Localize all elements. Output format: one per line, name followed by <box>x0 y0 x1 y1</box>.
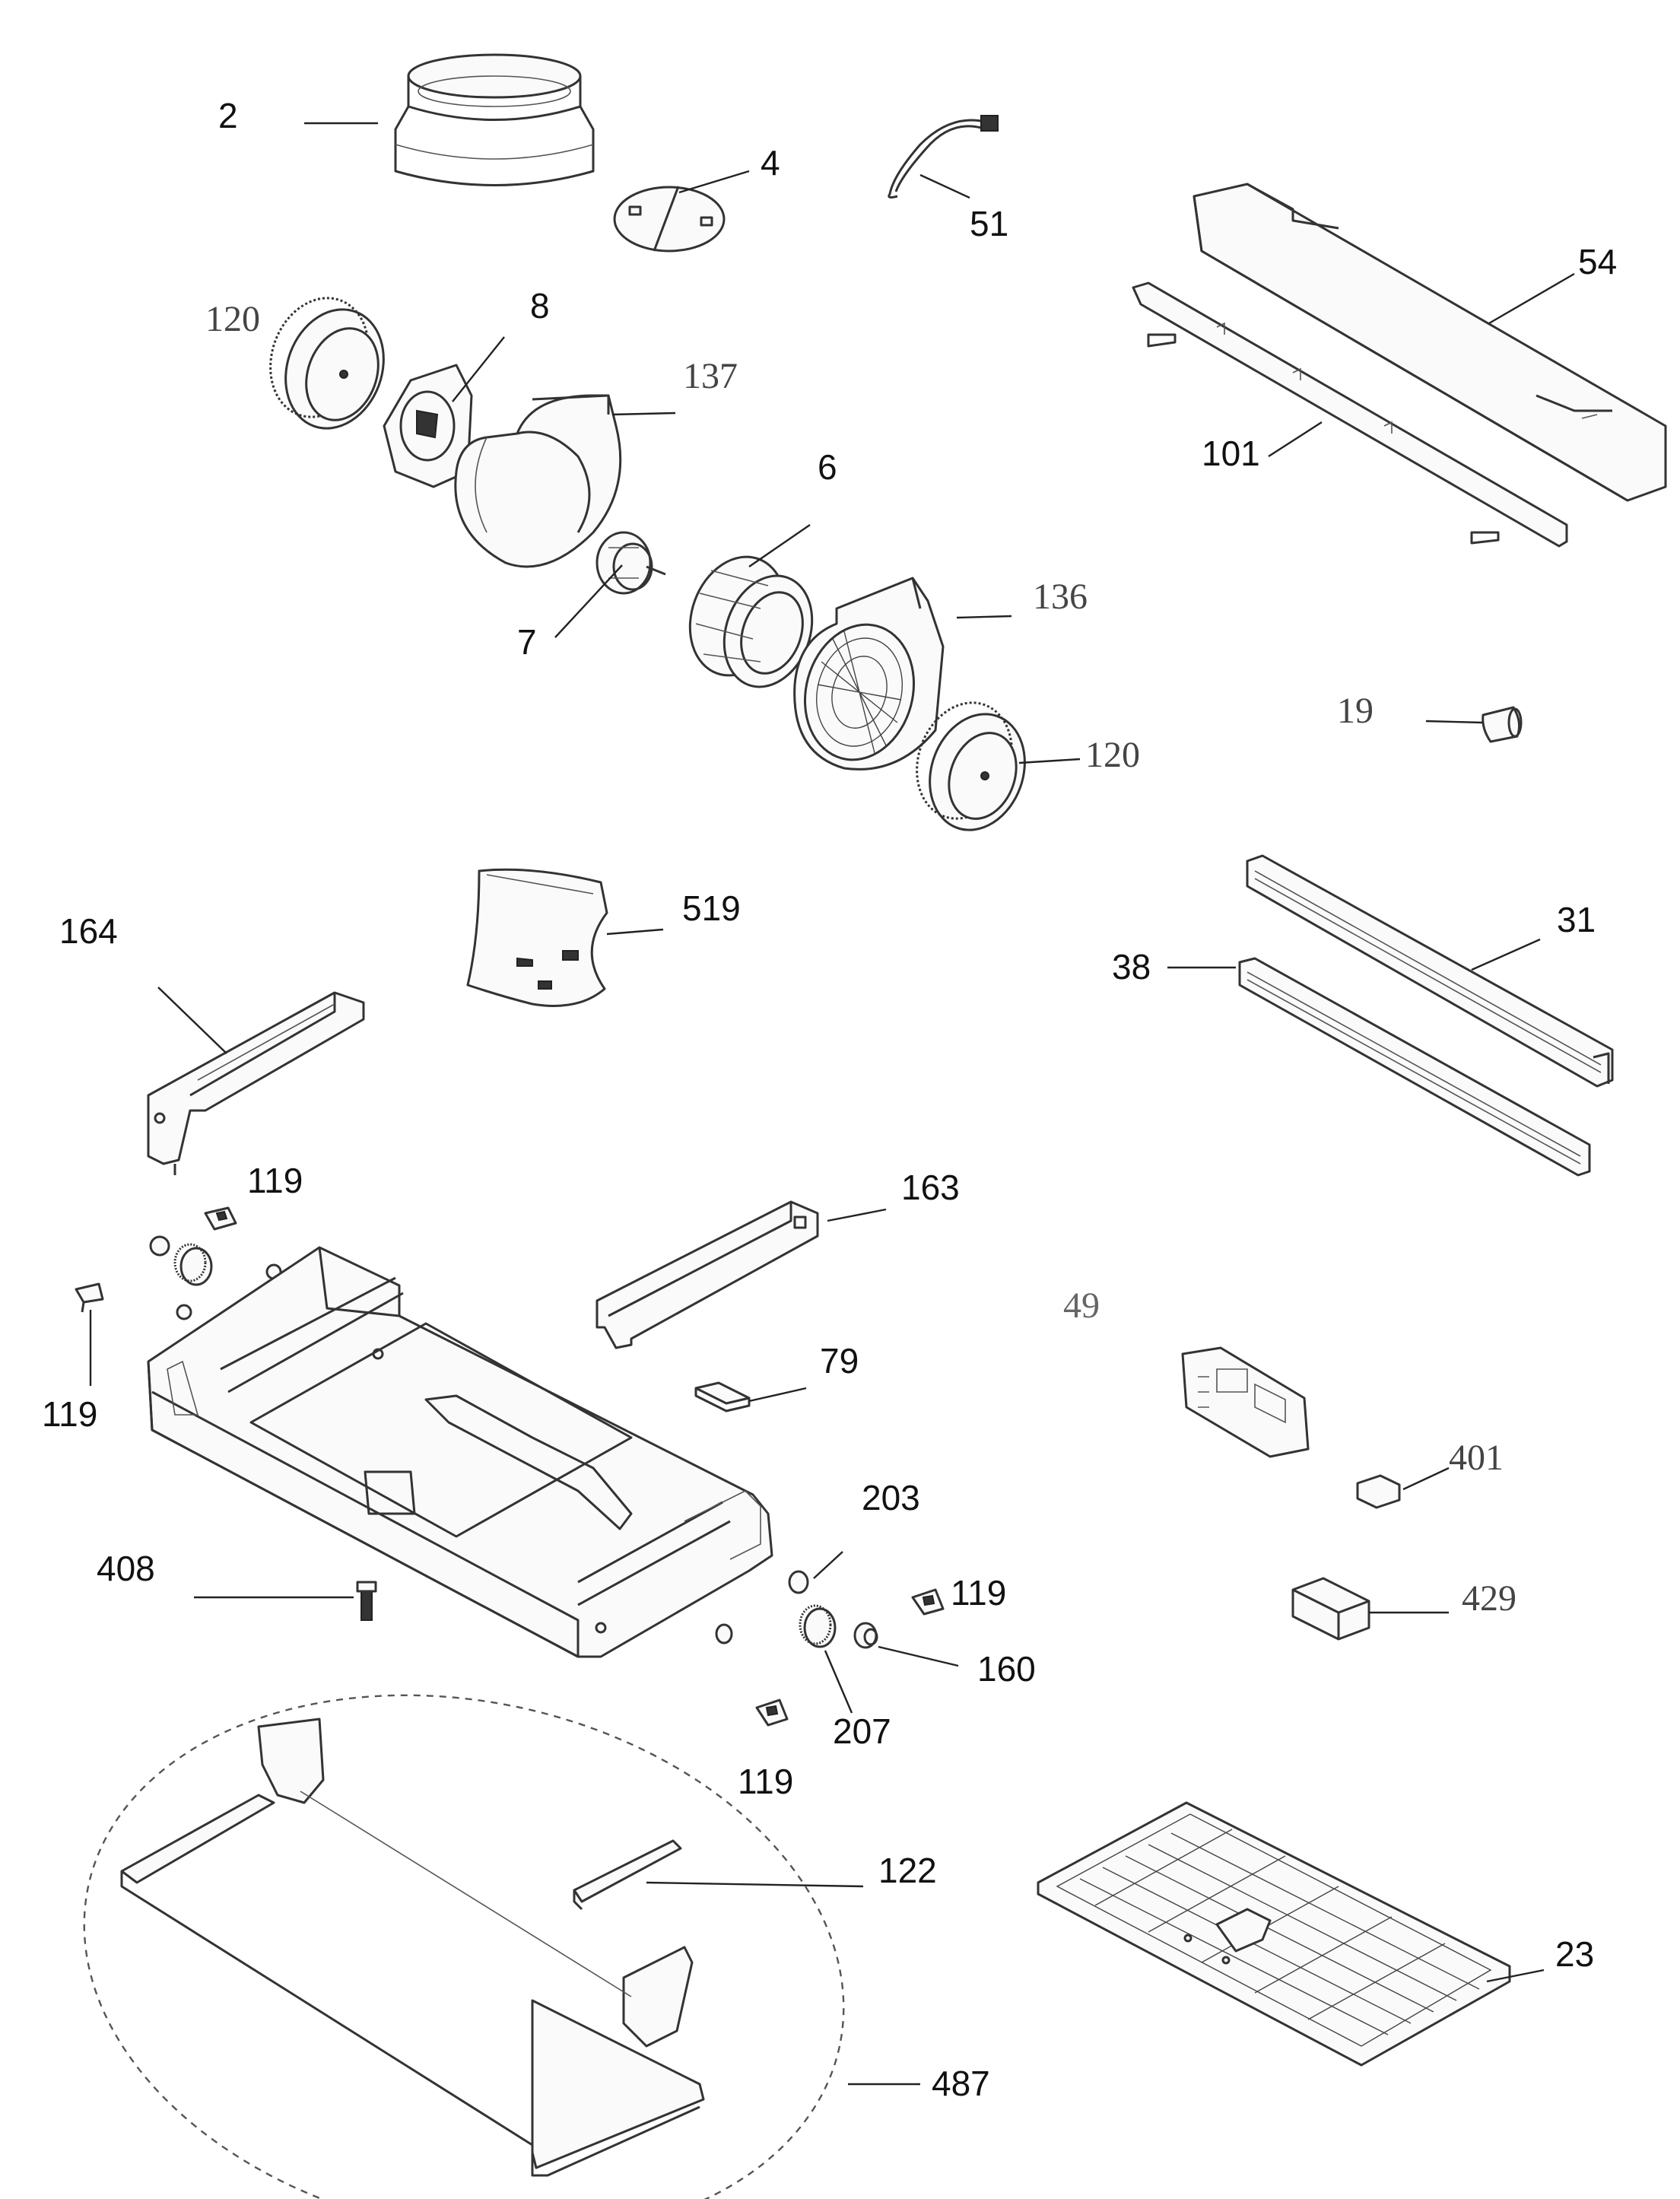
part-motor <box>595 531 666 595</box>
callout-164: 164 <box>59 911 118 951</box>
part-filter-rail-lower <box>1238 957 1591 1177</box>
part-clip-d <box>755 1699 789 1727</box>
part-backdraft-flap <box>613 186 726 253</box>
part-gear-207 <box>799 1604 837 1648</box>
part-bushing-160 <box>853 1622 878 1649</box>
part-clip-b <box>75 1282 104 1313</box>
part-fan-wheel-left <box>269 297 385 430</box>
part-power-cable <box>888 115 999 199</box>
callout-31: 31 <box>1557 900 1596 939</box>
part-duct-collar <box>394 53 595 186</box>
part-blower-housing-right <box>793 577 945 771</box>
callout-labels: 2 4 51 54 120 8 137 101 6 136 7 19 120 5… <box>42 96 1617 2103</box>
callout-23: 23 <box>1555 1934 1594 1974</box>
callout-19: 19 <box>1337 691 1374 731</box>
callout-119-b: 119 <box>42 1394 97 1434</box>
callout-54: 54 <box>1578 242 1617 281</box>
callout-6: 6 <box>818 447 837 487</box>
callout-38: 38 <box>1112 947 1151 987</box>
callout-119-d: 119 <box>738 1762 793 1801</box>
callout-7: 7 <box>517 622 537 662</box>
part-fan-wheel-right <box>916 701 1026 831</box>
part-left-bracket <box>147 991 365 1175</box>
callout-51: 51 <box>970 204 1008 243</box>
part-capacitor <box>1482 706 1523 743</box>
callout-163: 163 <box>901 1168 960 1207</box>
part-screw <box>356 1581 377 1621</box>
callout-49: 49 <box>1063 1285 1100 1326</box>
callout-101: 101 <box>1202 434 1260 473</box>
part-switch <box>1356 1474 1401 1509</box>
callout-207: 207 <box>833 1711 891 1751</box>
callout-203: 203 <box>862 1478 920 1517</box>
part-grease-filter <box>1037 1801 1511 2067</box>
part-clip-c <box>911 1588 945 1616</box>
part-control-board <box>1181 1346 1310 1458</box>
part-mounting-rail <box>1132 281 1568 548</box>
callout-401: 401 <box>1449 1438 1504 1478</box>
part-top-cover <box>1193 183 1667 502</box>
callout-79: 79 <box>820 1341 859 1381</box>
callout-8: 8 <box>530 286 550 326</box>
part-main-chassis <box>147 1246 773 1658</box>
part-right-bracket <box>595 1200 819 1349</box>
part-impeller <box>688 555 814 688</box>
part-led-driver <box>1291 1577 1370 1641</box>
part-small-gears-left <box>149 1235 282 1320</box>
callout-122: 122 <box>878 1851 937 1890</box>
callout-119-c: 119 <box>951 1573 1006 1613</box>
callout-4: 4 <box>761 143 780 183</box>
part-lift-frame <box>120 1718 705 2177</box>
part-hardware-bag <box>466 868 608 1007</box>
callout-119-a: 119 <box>247 1161 303 1200</box>
callout-136: 136 <box>1033 577 1088 617</box>
part-motor-plate <box>383 364 473 488</box>
leader-lines <box>89 122 1575 2086</box>
callout-120-left: 120 <box>205 299 260 339</box>
callout-2: 2 <box>218 96 238 135</box>
part-filter-rail-upper <box>1246 854 1614 1088</box>
assembly-outline <box>83 1694 845 2199</box>
callout-429: 429 <box>1462 1578 1516 1619</box>
part-blower-housing-left <box>454 394 622 568</box>
callout-137: 137 <box>683 356 738 396</box>
callout-120-right: 120 <box>1085 735 1140 775</box>
callout-160: 160 <box>977 1649 1036 1689</box>
callout-487: 487 <box>932 2064 990 2103</box>
part-connector <box>694 1381 751 1413</box>
part-clip-a <box>204 1206 237 1231</box>
part-spacer-203 <box>788 1570 809 1594</box>
callout-408: 408 <box>97 1549 155 1588</box>
callout-519: 519 <box>682 888 741 928</box>
part-spacer-small <box>715 1623 733 1644</box>
